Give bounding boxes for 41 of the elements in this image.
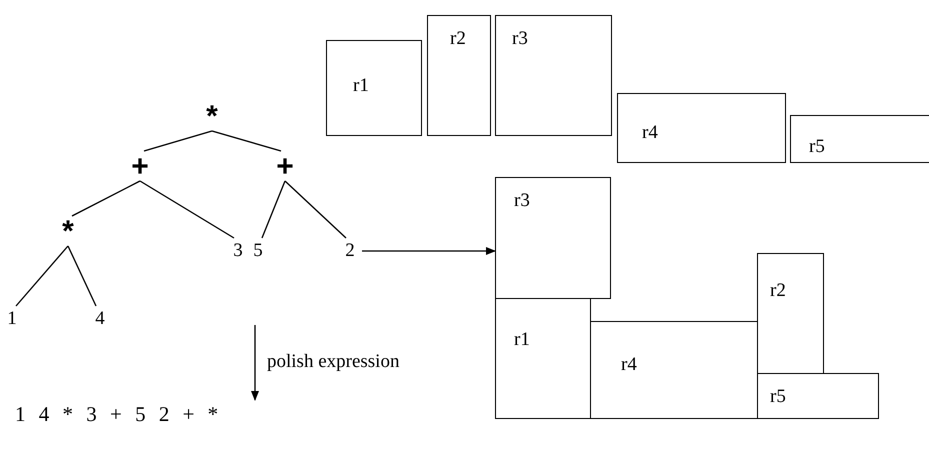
block-rectangle: [495, 15, 612, 136]
block-label: r3: [514, 190, 530, 212]
tree-branch-line: [72, 180, 140, 217]
expression-text: 1 4 * 3 + 5 2 + *: [15, 400, 265, 430]
block-rectangle: [757, 253, 824, 374]
block-label: r5: [809, 136, 825, 158]
operator-label: *: [56, 218, 80, 244]
block-label: r4: [621, 354, 637, 376]
tree-branch-line: [144, 130, 212, 152]
arrow: [251, 325, 259, 401]
operand-label: 2: [342, 240, 358, 262]
operator-label: +: [273, 153, 297, 179]
operator-label: +: [128, 153, 152, 179]
block-rectangle: [495, 298, 591, 419]
block-label: r2: [450, 28, 466, 50]
block-label: r2: [770, 280, 786, 302]
block-rectangle: [427, 15, 491, 136]
operator-label: *: [200, 103, 224, 129]
block-label: r1: [353, 75, 369, 97]
tree-branch-line: [284, 180, 346, 238]
edge-label: polish expression: [265, 350, 402, 372]
tree-branch-line: [140, 180, 234, 239]
block-rectangle: [326, 40, 422, 136]
operand-label: 3: [230, 240, 246, 262]
block-rectangle: [757, 373, 879, 419]
operand-label: 5: [250, 240, 266, 262]
tree-branch-line: [212, 130, 282, 152]
block-rectangle: [590, 321, 758, 419]
tree-branch-line: [261, 180, 286, 238]
tree-branch-line: [16, 246, 68, 306]
block-rectangle: [495, 177, 611, 299]
arrow: [362, 247, 496, 255]
block-label: r5: [770, 386, 786, 408]
operand-label: 4: [92, 308, 108, 330]
block-label: r1: [514, 329, 530, 351]
operand-label: 1: [4, 308, 20, 330]
block-rectangle: [617, 93, 786, 163]
block-label: r4: [642, 122, 658, 144]
block-label: r3: [512, 28, 528, 50]
tree-branch-line: [67, 246, 97, 306]
block-rectangle: [790, 115, 929, 163]
